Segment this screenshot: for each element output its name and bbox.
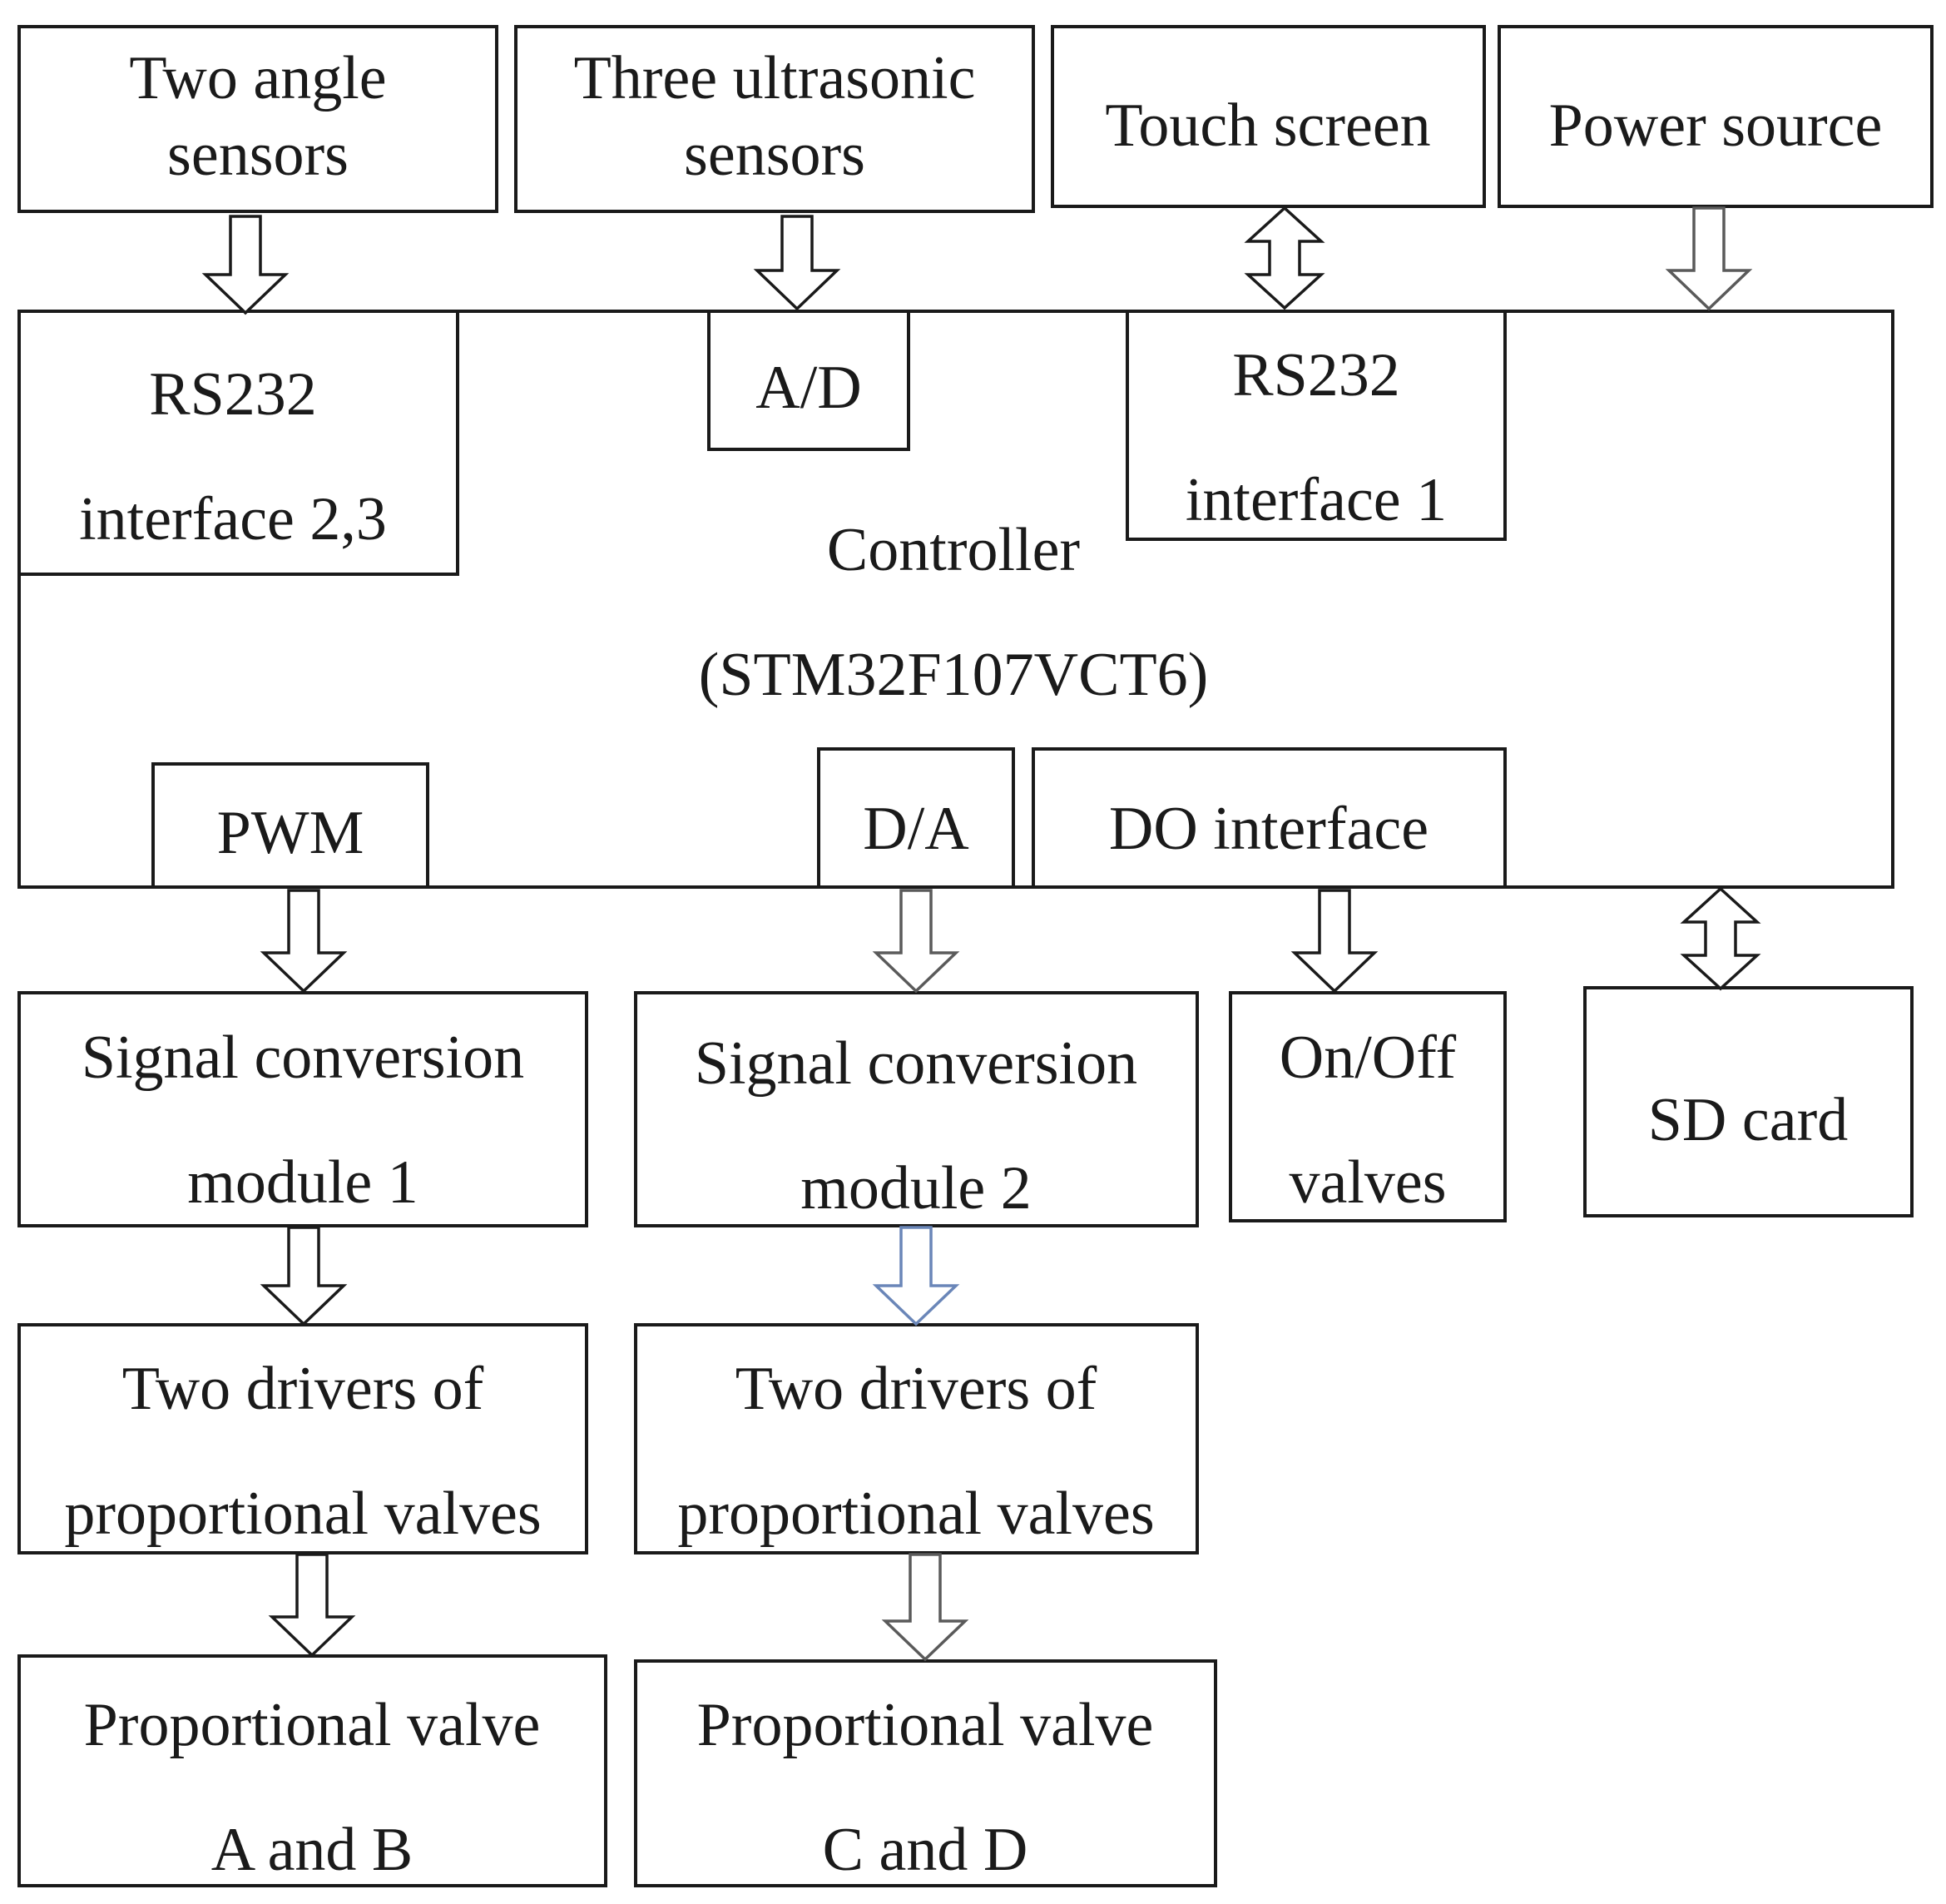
drivers-1-label-line1: Two drivers of: [122, 1355, 484, 1423]
drivers-1-block: [17, 1323, 588, 1554]
controller-label-line1: Controller: [827, 516, 1080, 584]
rs232-interface-2-3-block: [17, 310, 459, 576]
sd-card-block: [1583, 986, 1914, 1217]
proportional-valve-ab-label-line2: A and B: [211, 1816, 413, 1884]
signal-conversion-module-2-label-line1: Signal conversion: [695, 1029, 1137, 1098]
onoff-valves-block: [1229, 991, 1507, 1222]
sd-card-label: SD card: [1648, 1086, 1848, 1154]
angle-sensors-block: [17, 25, 498, 213]
pwm-label: PWM: [217, 799, 364, 867]
ultrasonic-sensors-label-line2: sensors: [684, 121, 865, 189]
signal-conversion-module-1-label-line2: module 1: [187, 1148, 418, 1217]
touch-screen-label: Touch screen: [1105, 92, 1430, 160]
pwm-block: [151, 762, 429, 889]
proportional-valve-ab-label-line1: Proportional valve: [84, 1691, 541, 1759]
signal-conversion-module-1-label-line1: Signal conversion: [82, 1024, 524, 1092]
proportional-valve-cd-block: [634, 1659, 1217, 1887]
ultrasonic-sensors-label-line1: Three ultrasonic: [574, 44, 976, 112]
rs232-interface-2-3-label-line2: interface 2,3: [79, 485, 387, 553]
arrow-ultrasonic-to-ad: [753, 215, 841, 311]
ultrasonic-sensors-block: [514, 25, 1035, 213]
power-source-label: Power source: [1549, 92, 1883, 160]
signal-conversion-module-2-block: [634, 991, 1199, 1227]
rs232-interface-1-block: [1126, 310, 1507, 541]
drivers-2-block: [634, 1323, 1199, 1554]
drivers-1-label-line2: proportional valves: [64, 1480, 541, 1548]
rs232-interface-1-label-line2: interface 1: [1186, 466, 1447, 534]
do-interface-label: DO interface: [1109, 795, 1429, 863]
signal-conversion-module-2-label-line2: module 2: [800, 1154, 1031, 1222]
do-interface-block: [1032, 747, 1507, 889]
arrow-signal-conversion-1-to-drivers-1: [260, 1226, 348, 1326]
arrow-da-to-signal-conversion-2: [872, 889, 960, 994]
onoff-valves-label-line1: On/Off: [1280, 1024, 1457, 1092]
proportional-valve-cd-label-line2: C and D: [823, 1816, 1028, 1884]
rs232-interface-2-3-label-line1: RS232: [149, 360, 317, 429]
drivers-2-label-line2: proportional valves: [677, 1480, 1154, 1548]
arrow-controller-sd-card-bidirectional: [1680, 886, 1761, 991]
touch-screen-block: [1051, 25, 1486, 208]
da-label: D/A: [863, 795, 968, 863]
arrow-power-to-controller: [1665, 206, 1753, 311]
controller-label-line2: (STM32F107VCT6): [699, 641, 1209, 709]
arrow-do-to-onoff-valves: [1290, 889, 1379, 994]
drivers-2-label-line1: Two drivers of: [735, 1355, 1097, 1423]
rs232-interface-1-label-line1: RS232: [1232, 341, 1400, 409]
ad-label: A/D: [755, 354, 861, 422]
onoff-valves-label-line2: valves: [1289, 1148, 1446, 1217]
ad-block: [707, 310, 910, 451]
proportional-valve-cd-label-line1: Proportional valve: [697, 1691, 1154, 1759]
da-block: [817, 747, 1015, 889]
signal-conversion-module-1-block: [17, 991, 588, 1227]
arrow-angle-to-rs232: [201, 215, 290, 315]
arrow-touch-rs232-bidirectional: [1244, 206, 1325, 310]
arrow-drivers-1-to-valve-ab: [268, 1553, 356, 1658]
arrow-drivers-2-to-valve-cd: [881, 1553, 969, 1662]
arrow-pwm-to-signal-conversion-1: [260, 889, 348, 994]
proportional-valve-ab-block: [17, 1654, 607, 1887]
angle-sensors-label-line2: sensors: [167, 121, 349, 189]
power-source-block: [1498, 25, 1934, 208]
angle-sensors-label-line1: Two angle: [129, 44, 386, 112]
arrow-signal-conversion-2-to-drivers-2: [872, 1226, 960, 1326]
